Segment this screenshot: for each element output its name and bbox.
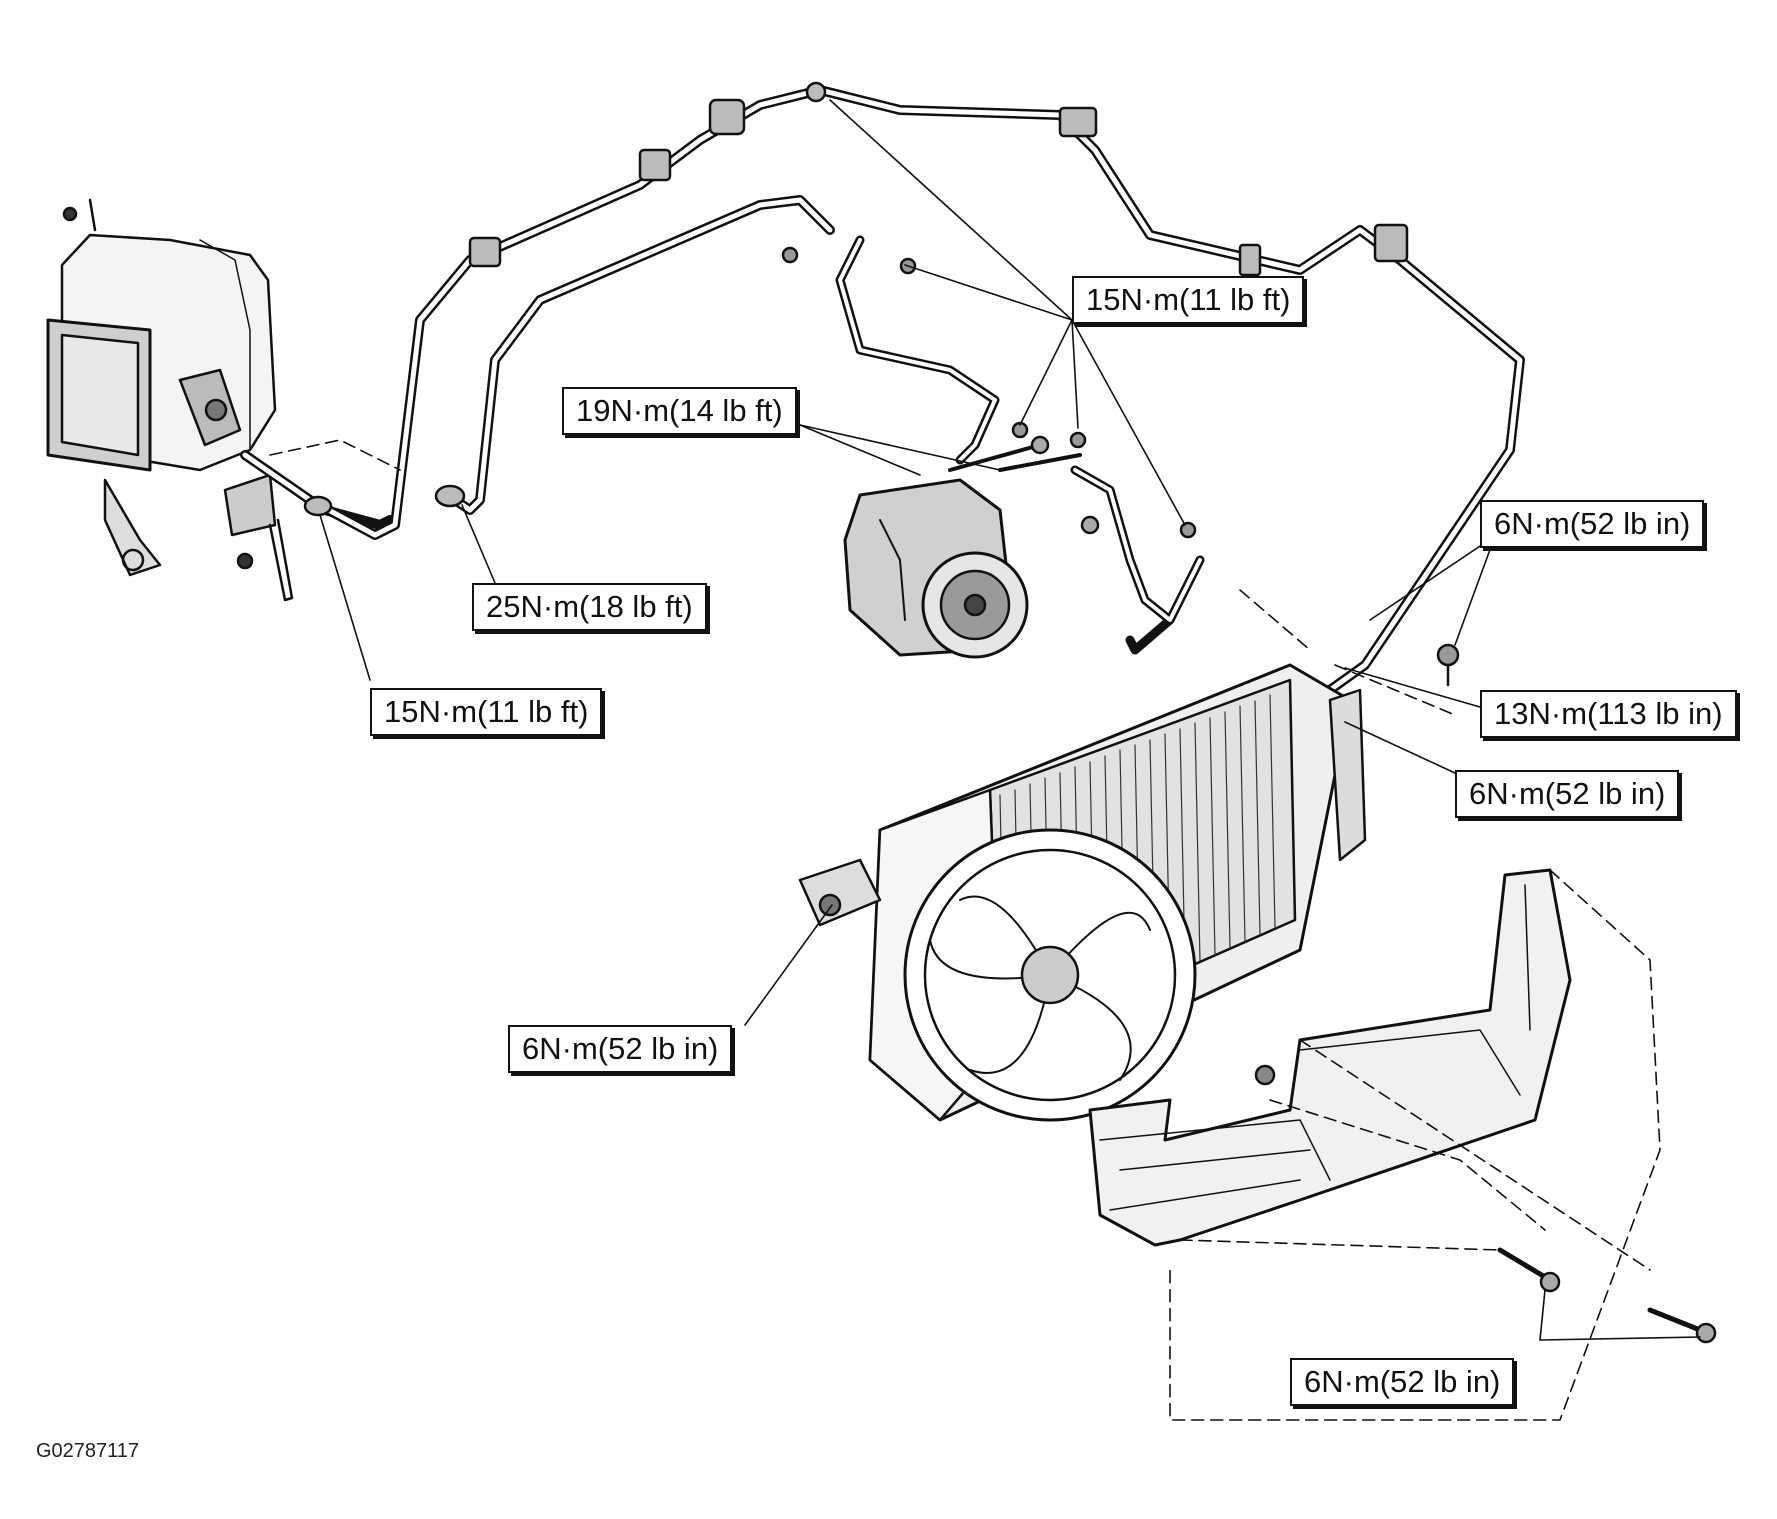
torque-callout-fan-shroud: 6N·m(52 lb in)	[508, 1025, 733, 1073]
figure-code: G02787117	[36, 1440, 140, 1462]
alignment-lines	[269, 439, 1661, 1421]
torque-callout-compressor-mount: 19N·m(14 lb ft)	[562, 387, 797, 435]
ac-compressor	[843, 435, 1100, 659]
torque-callout-splash-shield: 6N·m(52 lb in)	[1290, 1358, 1515, 1406]
torque-callout-condenser-upper: 6N·m(52 lb in)	[1480, 500, 1705, 548]
torque-callout-receiver-drier: 6N·m(52 lb in)	[1455, 770, 1680, 818]
line-fittings	[303, 81, 1409, 517]
torque-callout-condenser-line-block: 13N·m(113 lb in)	[1480, 690, 1737, 738]
leader-lines	[319, 99, 1701, 1341]
evaporator-case	[46, 198, 294, 602]
condenser-assembly	[798, 663, 1367, 1122]
torque-callout-liquid-line: 15N·m(11 lb ft)	[370, 688, 603, 736]
fastener-bolts	[781, 246, 1460, 687]
refrigerant-line-highlights	[242, 87, 1523, 693]
torque-callout-suction-line: 25N·m(18 lb ft)	[472, 583, 707, 631]
torque-callout-compressor-manifold: 15N·m(11 lb ft)	[1072, 276, 1305, 324]
